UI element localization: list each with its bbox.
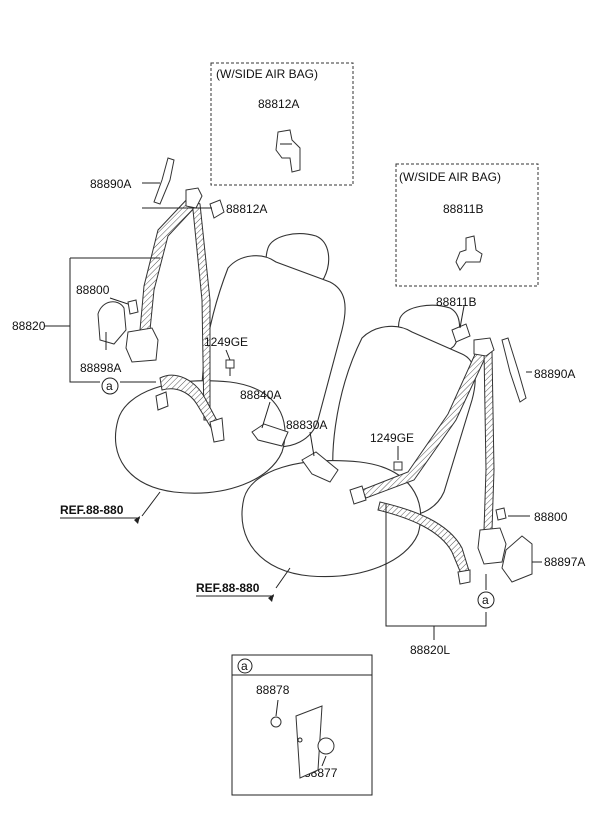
- reference-right: REF.88-880: [196, 581, 274, 602]
- clip-88811B-box: [455, 235, 483, 271]
- right-vertical-belt: [483, 349, 495, 531]
- left-belt-assembly: [97, 157, 289, 447]
- detail-box-a: a 88878 88877: [231, 654, 373, 796]
- buckle-tongue-left: [209, 417, 225, 443]
- d-ring-88812A: [185, 187, 203, 209]
- leader-lines: [44, 182, 542, 640]
- part-label-88840A: 88840A: [240, 388, 281, 402]
- svg-text:a: a: [106, 379, 113, 393]
- right-shoulder-belt: [361, 351, 487, 499]
- pillar-bracket: [295, 705, 323, 779]
- callout-labels: 88890A 88812A 88800 88820 88898A 1249GE …: [12, 177, 585, 657]
- part-label-88890A-left: 88890A: [90, 177, 131, 191]
- part-label-1249GE-right: 1249GE: [370, 431, 414, 445]
- buckle-88840A: [251, 423, 289, 447]
- part-label-88820L: 88820L: [410, 643, 450, 657]
- retractor-right: [477, 527, 507, 565]
- clip-88812A-box: [275, 129, 301, 173]
- right-belt-assembly: [301, 323, 533, 585]
- part-label-88811B-box: 88811B: [443, 202, 483, 216]
- part-label-88812A-box: 88812A: [258, 97, 299, 111]
- upper-anchor-88890A-left: [153, 157, 175, 205]
- variant-box-88812A: (W/SIDE AIR BAG) 88812A: [210, 62, 354, 186]
- part-label-88800-left: 88800: [76, 283, 110, 297]
- pretensioner-88898A: [97, 301, 127, 345]
- variant-box-title: (W/SIDE AIR BAG): [399, 170, 501, 184]
- variant-box-title: (W/SIDE AIR BAG): [216, 67, 318, 81]
- part-label-88878: 88878: [256, 683, 290, 697]
- d-ring-88811B: [473, 337, 495, 357]
- left-shoulder-belt: [139, 195, 197, 331]
- marker-a-right: a: [477, 591, 495, 609]
- cap-88877: [317, 737, 335, 755]
- marker-a-left: a: [101, 377, 119, 395]
- part-label-88812A: 88812A: [226, 202, 267, 216]
- part-label-88897A: 88897A: [544, 555, 585, 569]
- detail-marker: a: [241, 659, 248, 673]
- lap-anchor-right: [457, 569, 471, 585]
- part-label-1249GE-left: 1249GE: [204, 335, 248, 349]
- variant-box-88811B: (W/SIDE AIR BAG) 88811B: [395, 163, 539, 287]
- part-label-88898A: 88898A: [80, 361, 121, 375]
- left-seat: [114, 233, 346, 494]
- cover-88811B: [451, 323, 471, 343]
- plug-88878: [270, 716, 282, 728]
- svg-text:a: a: [482, 593, 489, 607]
- part-label-88800-right: 88800: [534, 510, 568, 524]
- bracket-88800-left: [127, 299, 139, 315]
- ref-label-left: REF.88-880: [60, 503, 124, 517]
- lap-anchor-left: [155, 391, 169, 411]
- part-label-88890A-right: 88890A: [534, 367, 575, 381]
- bolt-1249GE-right: [393, 461, 403, 471]
- buckle-tongue-right: [349, 485, 367, 505]
- reference-left: REF.88-880: [60, 503, 140, 524]
- upper-anchor-88890A-right: [501, 337, 527, 403]
- pretensioner-88897A: [501, 535, 533, 583]
- bracket-88800-right: [495, 507, 507, 521]
- retractor-left: [125, 327, 159, 363]
- part-label-88811B: 88811B: [436, 295, 476, 309]
- bolt-1249GE-left: [225, 359, 235, 369]
- part-label-88820: 88820: [12, 319, 46, 333]
- ref-label-right: REF.88-880: [196, 581, 260, 595]
- cover-88812A: [209, 199, 225, 219]
- part-label-88830A: 88830A: [286, 418, 327, 432]
